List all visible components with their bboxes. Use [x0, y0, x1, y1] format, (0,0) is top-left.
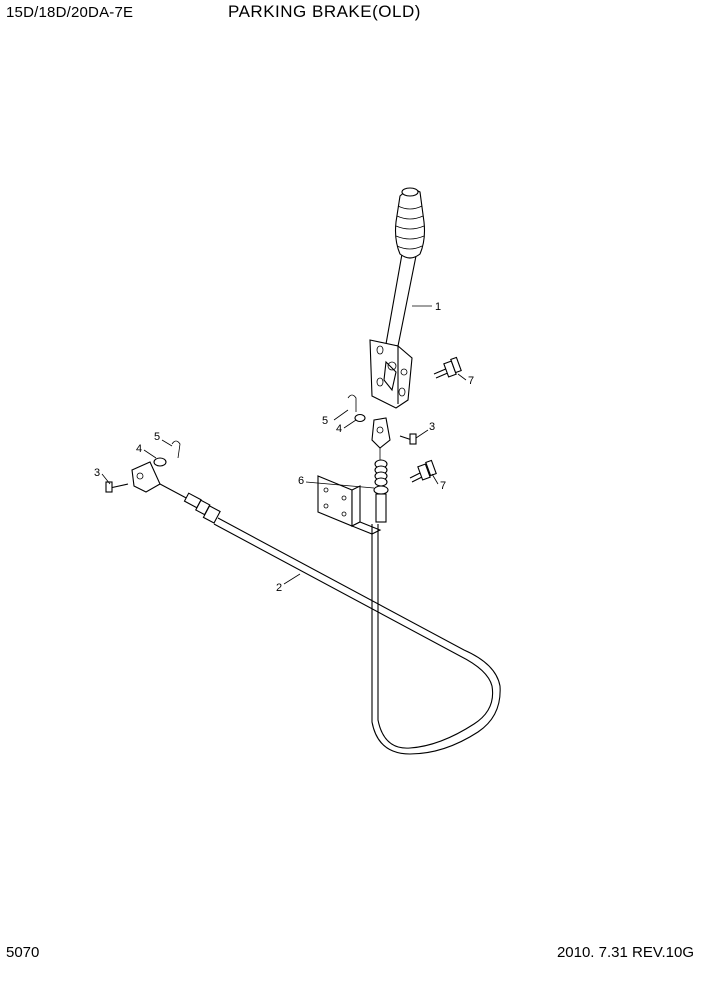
- revision-date: 2010. 7.31 REV.10G: [556, 944, 694, 961]
- lever-shaft: [385, 253, 417, 347]
- callout-3-upper: 3: [429, 421, 435, 433]
- brake-lever-assembly: [369, 187, 426, 409]
- callout-6: 6: [298, 475, 304, 487]
- callout-2: 2: [276, 582, 282, 594]
- callout-5-upper: 5: [322, 415, 328, 427]
- callout-4-lower: 4: [136, 443, 142, 455]
- lever-grip-cap: [401, 187, 419, 197]
- brake-cable-2: [159, 483, 501, 755]
- cotter-pin-5-lower: [171, 440, 181, 459]
- bolt-7-upper: [433, 356, 462, 379]
- callout-7-lower: 7: [440, 480, 446, 492]
- callout-7-upper: 7: [468, 375, 474, 387]
- leader-lines: [101, 305, 467, 585]
- callout-3-lower: 3: [94, 467, 100, 479]
- cotter-pin-5-upper: [347, 394, 357, 412]
- callout-1: 1: [435, 301, 441, 313]
- lower-clevis: [131, 461, 161, 493]
- lower-clevis-group: [105, 440, 181, 493]
- page-number: 5070: [6, 944, 40, 961]
- page-title: PARKING BRAKE(OLD): [228, 2, 421, 21]
- washer-4-upper: [354, 413, 366, 423]
- callout-4-upper: 4: [336, 423, 342, 435]
- callout-5-lower: 5: [154, 431, 160, 443]
- bolt-3-lower: [109, 483, 129, 489]
- washer-4-lower: [153, 457, 167, 467]
- mounting-bracket-6: [317, 475, 382, 535]
- upper-clevis: [347, 394, 417, 460]
- bolt-7-lower: [409, 459, 437, 483]
- lever-grip: [394, 189, 426, 259]
- upper-cable-end: [373, 459, 389, 523]
- model-code: 15D/18D/20DA-7E: [6, 4, 134, 21]
